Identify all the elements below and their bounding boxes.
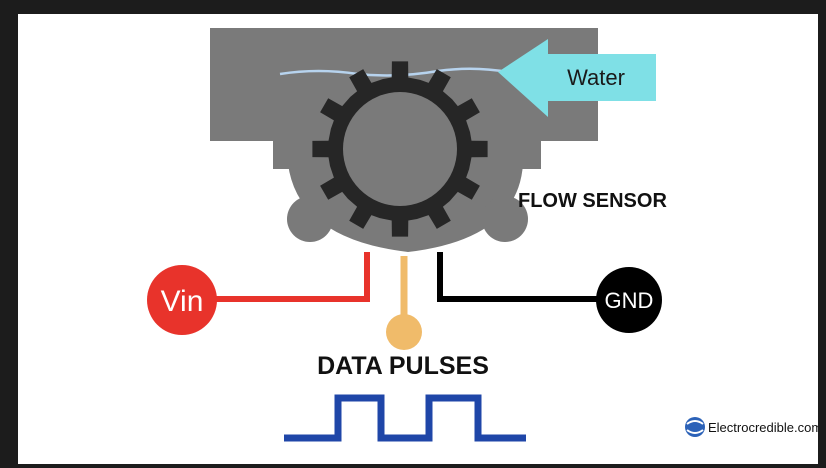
- brand-logo-icon: [685, 417, 705, 437]
- vin-wire: [188, 252, 370, 302]
- flow-sensor-title: FLOW SENSOR: [518, 190, 667, 212]
- gnd-terminal: [596, 267, 662, 333]
- gnd-label: GND: [605, 288, 654, 313]
- gnd-wire: [437, 252, 630, 302]
- water-arrow: [498, 39, 656, 117]
- pulse-waveform: [284, 394, 526, 442]
- vin-terminal: [147, 265, 217, 335]
- gear-icon: [312, 61, 488, 237]
- flow-sensor-diagram: Water FLOW SENSOR Vin GND DATA PULSES El…: [147, 28, 818, 442]
- vin-label: Vin: [161, 285, 204, 318]
- water-label: Water: [567, 65, 625, 90]
- brand-text: Electrocredible.com: [708, 420, 818, 435]
- signal-terminal: [386, 314, 422, 350]
- data-pulses-label: DATA PULSES: [317, 352, 489, 380]
- diagram-canvas: Water FLOW SENSOR Vin GND DATA PULSES El…: [18, 14, 818, 464]
